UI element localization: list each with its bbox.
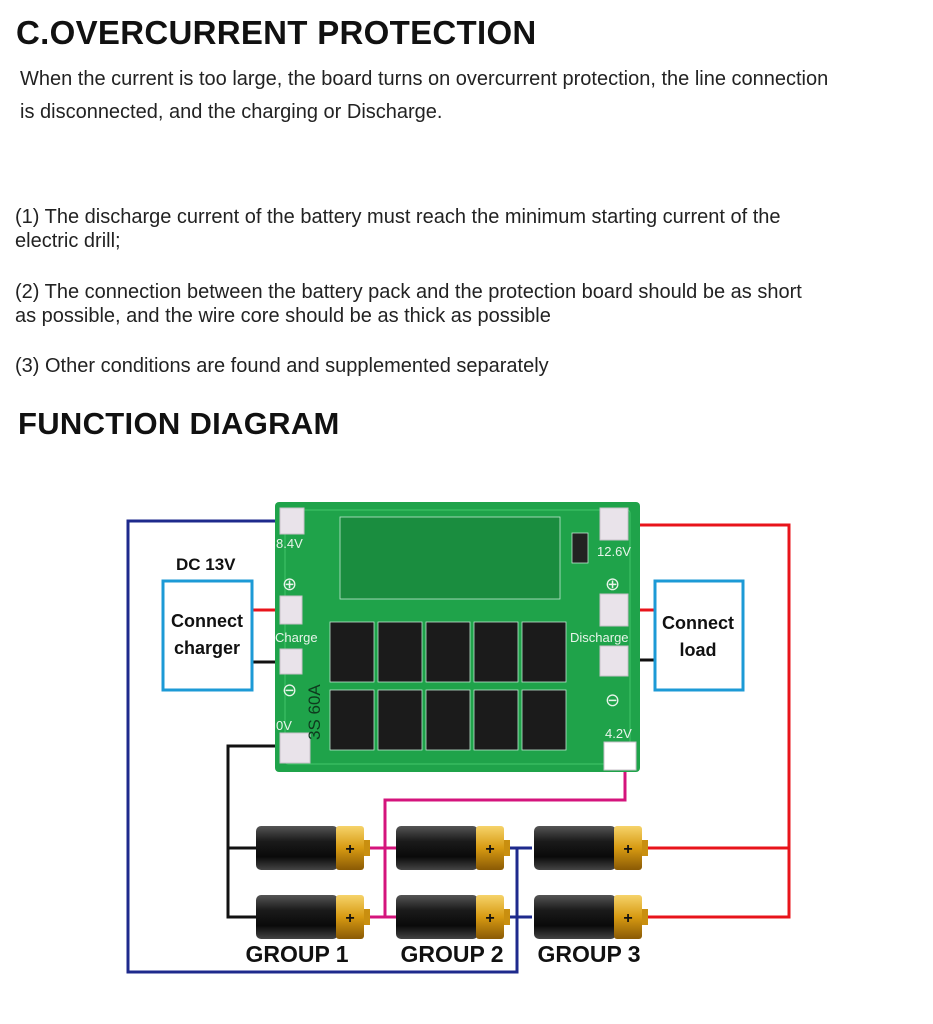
label-rating: 3S 60A <box>305 684 324 740</box>
mosfet <box>377 621 423 683</box>
label-discharge: Discharge <box>570 630 629 645</box>
charger-box <box>161 579 254 692</box>
minus-icon: ⊖ <box>282 680 297 700</box>
group-3-label: GROUP 3 <box>537 941 640 967</box>
board-components <box>339 516 589 600</box>
label-12-6v: 12.6V <box>597 544 631 559</box>
group-2-label: GROUP 2 <box>400 941 503 967</box>
pad-discharge-plus <box>599 593 629 627</box>
load-box-line2: load <box>679 640 716 660</box>
pad-4-2v <box>603 741 637 771</box>
mosfet <box>329 689 375 751</box>
load-box <box>653 579 745 692</box>
charger-box-line1: Connect <box>171 611 243 631</box>
pad-charge-plus <box>279 595 303 625</box>
label-4-2v: 4.2V <box>605 726 632 741</box>
note-1-line1: (1) The discharge current of the battery… <box>15 206 781 228</box>
pad-12-6v <box>599 507 629 541</box>
section-title: C.OVERCURRENT PROTECTION <box>16 14 537 51</box>
mosfet <box>473 689 519 751</box>
battery: + <box>396 826 510 870</box>
dc-voltage-label: DC 13V <box>176 555 236 574</box>
section-desc-line1: When the current is too large, the board… <box>20 68 829 90</box>
note-1-line2: electric drill; <box>15 230 121 252</box>
mosfet <box>425 621 471 683</box>
mosfet-array <box>329 621 567 751</box>
mosfet <box>377 689 423 751</box>
pad-charge-minus <box>279 648 303 675</box>
mosfet <box>425 689 471 751</box>
magenta-wire <box>366 758 627 919</box>
battery: + <box>534 826 648 870</box>
battery: + <box>256 895 370 939</box>
battery-groups: + + + + + + <box>256 826 648 939</box>
mosfet <box>521 621 567 683</box>
group-1-label: GROUP 1 <box>245 941 348 967</box>
battery: + <box>256 826 370 870</box>
battery: + <box>396 895 510 939</box>
battery-plus-icon: + <box>485 910 494 927</box>
minus-icon: ⊖ <box>605 690 620 710</box>
section-desc-line2: is disconnected, and the charging or Dis… <box>20 101 443 123</box>
pads <box>279 507 637 771</box>
charger-box-line2: charger <box>174 638 240 658</box>
mosfet <box>521 689 567 751</box>
protection-board: 8.4V 12.6V Charge Discharge 0V 4.2V ⊕ ⊕ … <box>275 502 640 772</box>
diagram-title: FUNCTION DIAGRAM <box>18 406 340 441</box>
note-3: (3) Other conditions are found and suppl… <box>15 355 549 377</box>
plus-icon: ⊕ <box>282 574 297 594</box>
label-8-4v: 8.4V <box>276 536 303 551</box>
load-box-line1: Connect <box>662 613 734 633</box>
label-charge: Charge <box>275 630 318 645</box>
mosfet <box>329 621 375 683</box>
pad-0v <box>279 732 311 764</box>
battery-plus-icon: + <box>623 910 632 927</box>
battery-plus-icon: + <box>485 841 494 858</box>
battery: + <box>534 895 648 939</box>
label-0v: 0V <box>276 718 292 733</box>
battery-plus-icon: + <box>345 910 354 927</box>
note-2-line2: as possible, and the wire core should be… <box>15 305 551 327</box>
plus-icon: ⊕ <box>605 574 620 594</box>
note-2-line1: (2) The connection between the battery p… <box>15 281 802 303</box>
mosfet <box>473 621 519 683</box>
battery-plus-icon: + <box>623 841 632 858</box>
battery-plus-icon: + <box>345 841 354 858</box>
pad-discharge-minus <box>599 645 629 677</box>
pad-8-4v <box>279 507 305 535</box>
